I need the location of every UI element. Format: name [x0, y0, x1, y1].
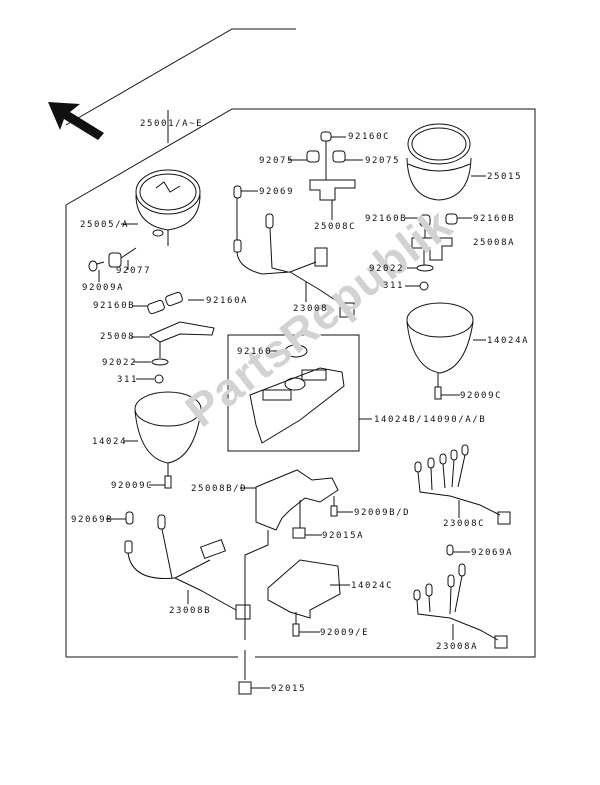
part-label: 25008: [100, 332, 136, 342]
bracket-25008: [131, 291, 215, 384]
harness-23008: [233, 185, 355, 318]
part-label: 92160A: [206, 296, 249, 306]
bracket-25008A: [405, 213, 472, 291]
part-label: 92069A: [471, 548, 514, 558]
meter-case-14024B: [249, 344, 372, 444]
part-label: 92160B: [93, 301, 136, 311]
inner-box: [227, 334, 360, 452]
part-label: 92075: [259, 156, 295, 166]
bracket-25008C: [288, 131, 363, 220]
part-label: 92009C: [460, 391, 503, 401]
assembly-frame-top: [65, 108, 536, 658]
part-label: 92160B: [365, 214, 408, 224]
meter-cover-14024: [124, 391, 202, 489]
harness-23008B: [106, 511, 251, 620]
part-label: 25008B/D: [191, 484, 248, 494]
cover-14024C: [267, 559, 350, 637]
part-label: 92069B: [71, 515, 114, 525]
front-arrow-icon: [48, 102, 104, 140]
harness-23008A: [413, 544, 508, 649]
collar-92015: [238, 650, 270, 695]
part-label: 92075: [365, 156, 401, 166]
part-label: 92160: [237, 347, 273, 357]
part-label: 311: [117, 375, 139, 385]
part-label: 25015: [487, 172, 523, 182]
part-label: 92015: [271, 684, 307, 694]
part-label: 25005/A: [80, 220, 130, 230]
part-label: 23008B: [169, 606, 212, 616]
part-label: 23008C: [443, 519, 486, 529]
part-label: 92009C: [111, 481, 154, 491]
part-label: 92022: [369, 264, 405, 274]
speedometer-gauge: [121, 169, 201, 246]
part-label: 23008A: [436, 642, 479, 652]
part-label: 25008C: [314, 222, 357, 232]
part-label: 92015A: [322, 531, 365, 541]
part-label: 92160C: [348, 132, 391, 142]
part-label: 92160B: [473, 214, 516, 224]
part-label: 14024A: [487, 336, 530, 346]
part-label: 14024C: [351, 581, 394, 591]
part-label: 25008A: [473, 238, 516, 248]
part-label: 92009B/D: [354, 508, 411, 518]
screw-92009A: [88, 260, 105, 282]
part-label: 311: [383, 281, 405, 291]
assembly-frame: [65, 28, 296, 126]
plate-25008BD: [240, 469, 353, 640]
meter-cover-14024A: [406, 302, 486, 400]
tachometer-gauge: [406, 123, 486, 201]
part-label: 92009A: [82, 283, 125, 293]
cable-gear-92077: [108, 247, 137, 270]
part-label: 92009/E: [320, 628, 370, 638]
part-label: 92069: [259, 187, 295, 197]
harness-23008C: [414, 444, 511, 525]
part-label: 14024: [92, 437, 128, 447]
part-label: 25001/A~E: [140, 119, 204, 129]
part-label: 92022: [102, 358, 138, 368]
part-label: 92077: [116, 266, 152, 276]
part-label: 23008: [293, 304, 329, 314]
part-label: 14024B/14090/A/B: [374, 415, 487, 425]
